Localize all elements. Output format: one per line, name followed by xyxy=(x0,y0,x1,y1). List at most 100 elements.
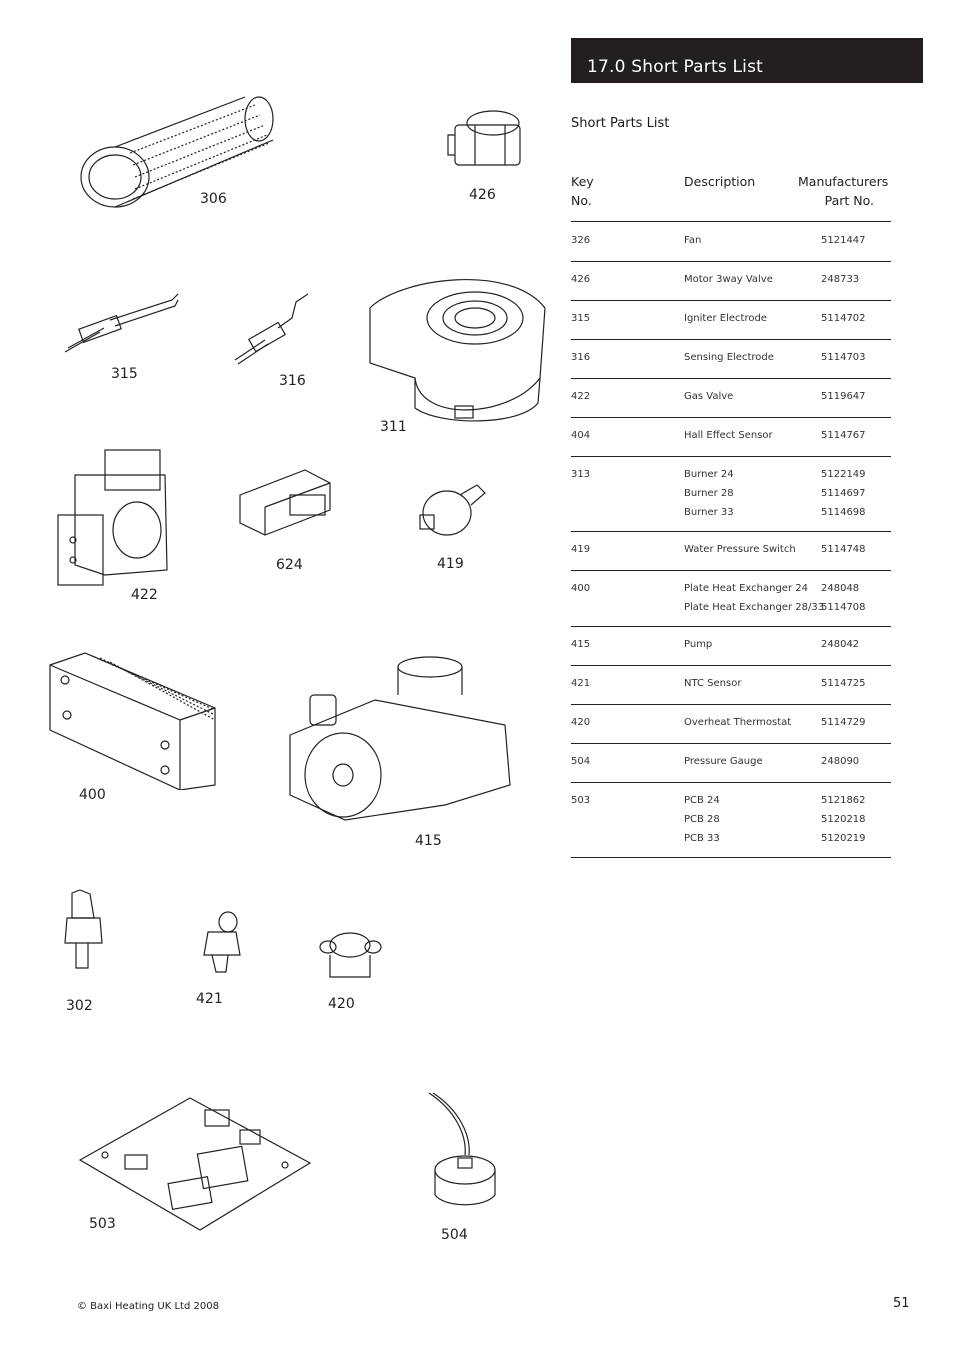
part-description: Burner 33 xyxy=(684,507,734,518)
part-description: Fan xyxy=(684,235,702,246)
part-number: 5119647 xyxy=(821,391,866,402)
label-302: 302 xyxy=(66,998,93,1014)
part-description: Overheat Thermostat xyxy=(684,717,792,728)
illustration-306 xyxy=(75,85,285,225)
part-description: Burner 24 xyxy=(684,469,734,480)
part-number: 5114725 xyxy=(821,678,866,689)
part-description: Pump xyxy=(684,639,713,650)
label-315: 315 xyxy=(111,366,138,382)
table-row: 404 Hall Effect Sensor 5114767 xyxy=(571,417,891,457)
illustration-421 xyxy=(198,910,246,975)
label-415: 415 xyxy=(415,833,442,849)
table-top-rule xyxy=(571,221,891,222)
key-header-line1: Key xyxy=(571,174,594,189)
illustration-504 xyxy=(425,1090,505,1210)
key-number: 422 xyxy=(571,391,591,402)
illustration-503 xyxy=(75,1095,315,1235)
part-description: Plate Heat Exchanger 28/33 xyxy=(684,602,825,613)
part-number: 5114708 xyxy=(821,602,866,613)
page-number: 51 xyxy=(893,1296,910,1311)
key-number: 419 xyxy=(571,544,591,555)
part-description: Igniter Electrode xyxy=(684,313,767,324)
part-description: Hall Effect Sensor xyxy=(684,430,773,441)
illustration-311 xyxy=(360,268,550,428)
part-description: PCB 28 xyxy=(684,814,720,825)
part-description: Sensing Electrode xyxy=(684,352,774,363)
label-316: 316 xyxy=(279,373,306,389)
part-number: 5114697 xyxy=(821,488,866,499)
label-421: 421 xyxy=(196,991,223,1007)
part-number: 5114767 xyxy=(821,430,866,441)
part-number: 5122149 xyxy=(821,469,866,480)
label-420: 420 xyxy=(328,996,355,1012)
label-422: 422 xyxy=(131,587,158,603)
key-number: 504 xyxy=(571,756,591,767)
part-header-line2: Part No. xyxy=(824,193,874,208)
key-number: 503 xyxy=(571,795,591,806)
part-description: NTC Sensor xyxy=(684,678,742,689)
illustration-419 xyxy=(415,475,490,540)
part-description: Burner 28 xyxy=(684,488,734,499)
key-number: 326 xyxy=(571,235,591,246)
table-row: 422 Gas Valve 5119647 xyxy=(571,378,891,418)
page-title: 17.0 Short Parts List xyxy=(587,57,764,77)
part-number: 5114698 xyxy=(821,507,866,518)
section-header-bar: 17.0 Short Parts List xyxy=(571,38,923,83)
key-number: 421 xyxy=(571,678,591,689)
part-description: Water Pressure Switch xyxy=(684,544,796,555)
part-description: Plate Heat Exchanger 24 xyxy=(684,583,808,594)
section-subtitle: Short Parts List xyxy=(571,116,670,131)
part-number: 248090 xyxy=(821,756,860,767)
label-400: 400 xyxy=(79,787,106,803)
column-header-description: Description xyxy=(684,174,756,189)
key-number: 315 xyxy=(571,313,591,324)
key-number: 404 xyxy=(571,430,591,441)
part-number: 248733 xyxy=(821,274,860,285)
table-row: 419 Water Pressure Switch 5114748 xyxy=(571,531,891,571)
column-header-key: Key No. xyxy=(571,172,594,210)
illustration-316 xyxy=(230,290,315,370)
label-503: 503 xyxy=(89,1216,116,1232)
part-number: 5114748 xyxy=(821,544,866,555)
key-number: 415 xyxy=(571,639,591,650)
part-header-line1: Manufacturers xyxy=(798,174,889,189)
label-419: 419 xyxy=(437,556,464,572)
part-number: 248048 xyxy=(821,583,860,594)
table-row: 426 Motor 3way Valve 248733 xyxy=(571,261,891,301)
part-description: Pressure Gauge xyxy=(684,756,763,767)
label-426: 426 xyxy=(469,187,496,203)
illustration-302 xyxy=(62,888,107,973)
label-504: 504 xyxy=(441,1227,468,1243)
part-number: 5120219 xyxy=(821,833,866,844)
table-row: 421 NTC Sensor 5114725 xyxy=(571,665,891,705)
footer-copyright: © Baxi Heating UK Ltd 2008 xyxy=(77,1301,219,1312)
part-number: 5121862 xyxy=(821,795,866,806)
key-number: 400 xyxy=(571,583,591,594)
column-header-part-number: Manufacturers Part No. xyxy=(798,172,889,210)
label-306: 306 xyxy=(200,191,227,207)
illustration-315 xyxy=(60,290,185,360)
part-description: Motor 3way Valve xyxy=(684,274,773,285)
part-description: PCB 24 xyxy=(684,795,720,806)
table-row: 315 Igniter Electrode 5114702 xyxy=(571,300,891,340)
key-number: 313 xyxy=(571,469,591,480)
table-row: 326 Fan 5121447 xyxy=(571,222,891,262)
part-number: 5114703 xyxy=(821,352,866,363)
part-description: Gas Valve xyxy=(684,391,734,402)
table-row: 415 Pump 248042 xyxy=(571,626,891,666)
key-number: 426 xyxy=(571,274,591,285)
part-description: PCB 33 xyxy=(684,833,720,844)
part-number: 248042 xyxy=(821,639,860,650)
illustration-420 xyxy=(318,925,383,985)
table-row: 504 Pressure Gauge 248090 xyxy=(571,743,891,783)
part-number: 5120218 xyxy=(821,814,866,825)
key-header-line2: No. xyxy=(571,193,592,208)
illustration-422 xyxy=(55,445,175,590)
part-number: 5114702 xyxy=(821,313,866,324)
part-number: 5121447 xyxy=(821,235,866,246)
